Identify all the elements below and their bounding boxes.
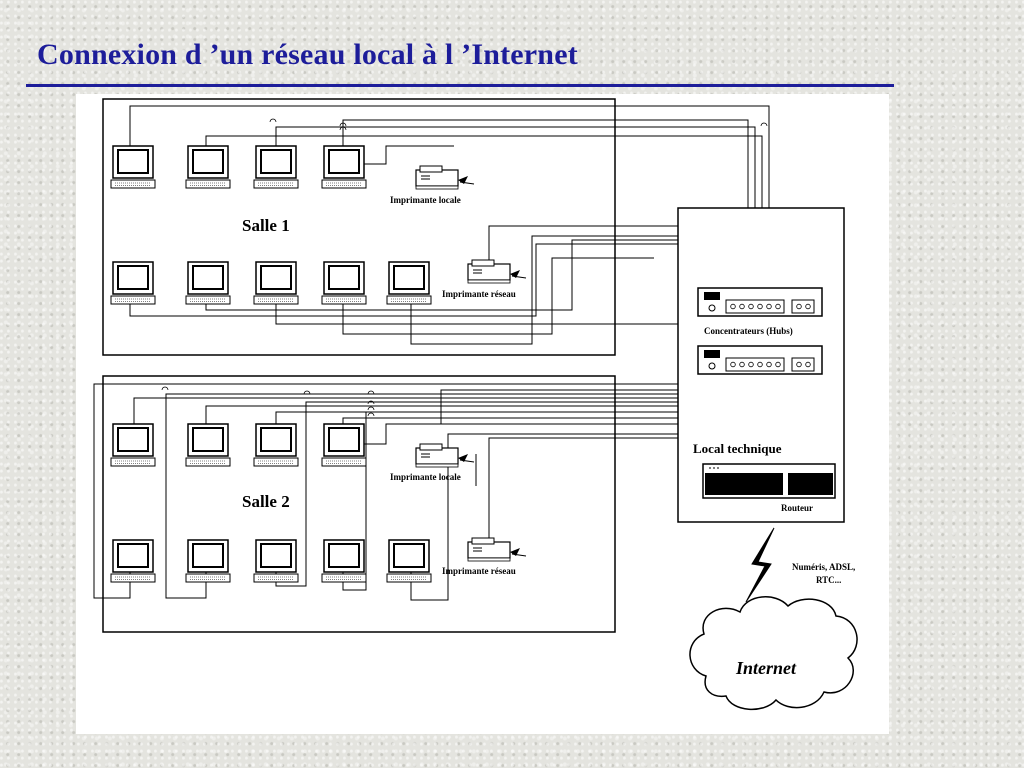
printer-icon xyxy=(415,443,475,468)
local-technique-label: Local technique xyxy=(693,441,782,456)
workstation-icon xyxy=(185,539,231,583)
salle-1-label: Salle 1 xyxy=(242,216,290,235)
hub-icon xyxy=(697,287,823,317)
printer-local-label: Imprimante locale xyxy=(390,195,461,205)
wan-link-label-line1: Numéris, ADSL, xyxy=(792,562,855,572)
printer-icon xyxy=(467,259,527,284)
workstation-icon xyxy=(185,423,231,467)
printer-network-label: Imprimante réseau xyxy=(442,566,516,576)
workstation-icon xyxy=(185,261,231,305)
printer-icon xyxy=(415,165,475,190)
wan-link-icon xyxy=(745,527,775,603)
cable-crossings xyxy=(161,118,768,417)
workstation-icon xyxy=(253,539,299,583)
network-diagram: Salle 1 Imprimante locale Imprimante rés… xyxy=(76,94,889,734)
workstation-icon xyxy=(386,261,432,305)
workstation-icon xyxy=(253,423,299,467)
salle-2-label: Salle 2 xyxy=(242,492,290,511)
workstation-icon xyxy=(321,145,367,189)
hub-icon xyxy=(697,345,823,375)
workstation-icon xyxy=(185,145,231,189)
internet-label: Internet xyxy=(735,658,797,678)
workstation-icon xyxy=(110,423,156,467)
hubs-label: Concentrateurs (Hubs) xyxy=(704,326,793,336)
router-label: Routeur xyxy=(781,503,813,513)
router-icon xyxy=(702,463,836,499)
slide-title: Connexion d ’un réseau local à l ’Intern… xyxy=(37,38,578,71)
printer-local-label: Imprimante locale xyxy=(390,472,461,482)
printer-icon xyxy=(467,537,527,562)
workstation-icon xyxy=(110,145,156,189)
workstation-icon xyxy=(110,261,156,305)
title-underline xyxy=(26,84,894,87)
salle-1-room xyxy=(102,98,616,356)
workstation-icon xyxy=(386,539,432,583)
network-diagram-svg: Salle 1 Imprimante locale Imprimante rés… xyxy=(93,98,858,711)
salle-2-room xyxy=(102,375,616,633)
workstation-icon xyxy=(110,539,156,583)
wan-link-label-line2: RTC... xyxy=(816,575,841,585)
internet-cloud-icon xyxy=(689,596,858,711)
workstation-icon xyxy=(253,261,299,305)
workstation-icon xyxy=(321,423,367,467)
workstation-icon xyxy=(321,261,367,305)
workstation-icon xyxy=(253,145,299,189)
printer-network-label: Imprimante réseau xyxy=(442,289,516,299)
workstation-icon xyxy=(321,539,367,583)
